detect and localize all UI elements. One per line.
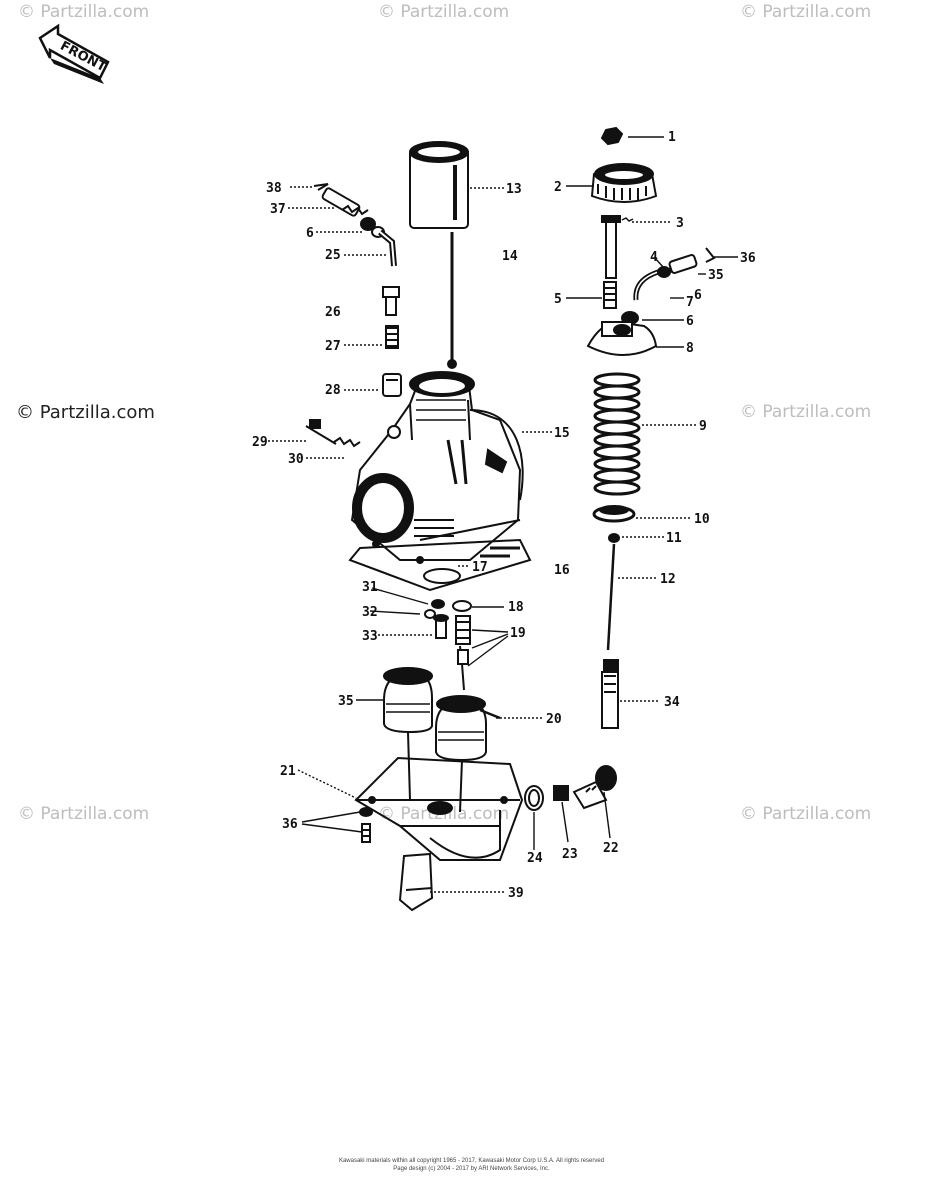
front-arrow-icon: FRONT [38,23,110,84]
drain-plug-parts [524,765,617,811]
needle-jet-parts [424,599,472,691]
top-cap-assembly [586,126,716,356]
float-chamber-gasket [423,568,461,584]
callout-8: 8 [686,341,694,356]
copyright-line-2: Page design (c) 2004 - 2017 by ARI Netwo… [393,1166,550,1172]
callout-17: 17 [472,560,488,575]
callout-4: 4 [650,250,658,265]
callout-31: 31 [362,580,378,595]
callout-28: 28 [325,383,341,398]
leader-lines [268,136,738,893]
callout-10: 10 [694,512,710,527]
throttle-spring [593,372,641,496]
watermark: © Partzilla.com [18,2,150,22]
callout-35: 35 [338,694,354,709]
drain-tube-holder [398,852,434,912]
callout-18: 18 [508,600,524,615]
callout-20: 20 [546,712,562,727]
float-chamber [354,756,524,861]
callout-38: 38 [266,181,282,196]
watermark: © Partzilla.com [378,2,510,22]
pilot-screw-parts [382,286,402,397]
callout-19: 19 [510,626,526,641]
callout-5: 5 [554,292,562,307]
callout-1: 1 [668,130,676,145]
callout-3: 3 [676,216,684,231]
callout-26: 26 [325,305,341,320]
watermark: © Partzilla.com [16,402,155,423]
callout-9: 9 [699,419,707,434]
callout-24: 24 [527,851,543,866]
callout-33: 33 [362,629,378,644]
callout-6b: 6 [686,314,694,329]
callout-36b: 36 [282,817,298,832]
callout-2: 2 [554,180,562,195]
throttle-valve [409,141,469,369]
callout-29: 29 [252,435,268,450]
callout-13: 13 [506,182,522,197]
jet-needle-parts [592,505,636,729]
copyright-line-1: Kawasaki materials within all copyright … [338,1158,605,1164]
idle-screw [305,419,361,448]
callout-36: 36 [740,251,756,266]
callout-32: 32 [362,605,378,620]
callout-6c: 6 [306,226,314,241]
callout-22: 22 [603,841,619,856]
callout-numbers: 1 2 3 4 5 6 7 6 8 9 10 11 12 13 14 15 16… [252,130,756,901]
watermark: © Partzilla.com [18,804,150,824]
callout-7: 7 [686,295,694,310]
callout-25: 25 [325,248,341,263]
callout-27: 27 [325,339,341,354]
callout-30: 30 [288,452,304,467]
callout-6: 6 [694,288,702,303]
watermark: © Partzilla.com [740,2,872,22]
callout-15: 15 [554,426,570,441]
watermark: © Partzilla.com [740,804,872,824]
choke-cable-assembly [313,183,397,267]
callout-21: 21 [280,764,296,779]
callout-14: 14 [502,249,518,264]
callout-12: 12 [660,572,676,587]
watermark: © Partzilla.com [740,402,872,422]
callout-39: 39 [508,886,524,901]
callout-34: 34 [664,695,680,710]
callout-16: 16 [554,563,570,578]
callout-23: 23 [562,847,578,862]
callout-11: 11 [666,531,682,546]
float-chamber-screws [359,807,373,843]
callout-37: 37 [270,202,286,217]
float-assembly [383,667,501,813]
callout-35b: 35 [708,268,724,283]
carburetor-body [348,371,532,592]
